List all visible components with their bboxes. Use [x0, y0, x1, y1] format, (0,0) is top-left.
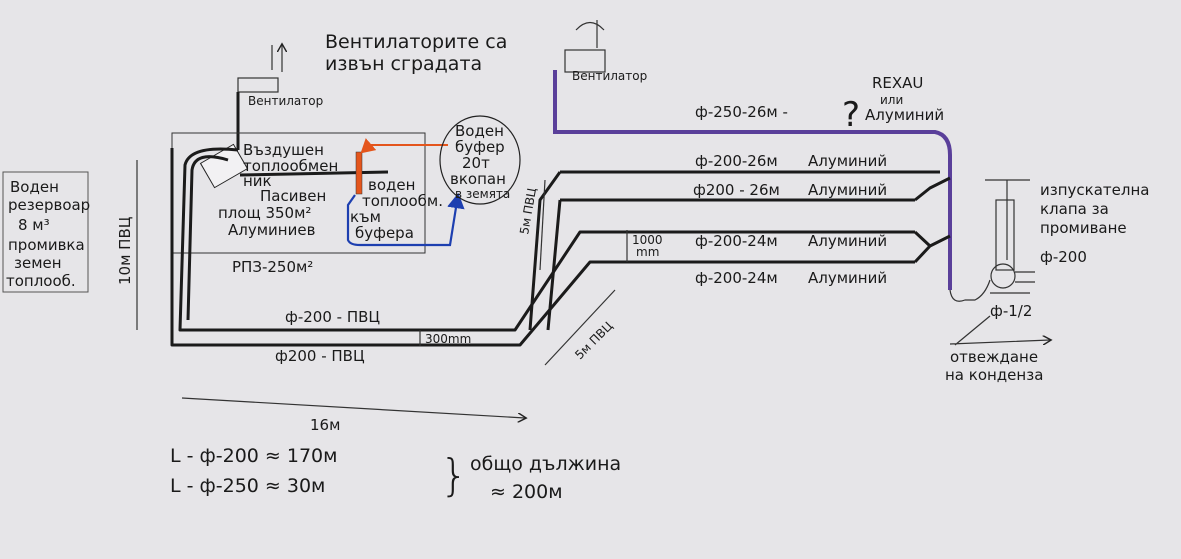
valve-line2: клапа за [1040, 200, 1109, 218]
pipe-3-spec: ф-200-24м [695, 232, 778, 250]
left-fan-label: Вентилатор [248, 94, 323, 108]
water-exchanger [355, 151, 363, 195]
main-pipe-opt2: Алуминий [865, 106, 944, 124]
water-exch-line3: към [350, 208, 381, 226]
buffer-line2: буфер [455, 138, 505, 156]
spacing-1000-value: 1000 [632, 233, 663, 247]
reservoir-line3: 8 м³ [18, 216, 50, 234]
water-buffer [439, 115, 521, 205]
water-exch-line1: воден [368, 176, 415, 194]
total-value: ≈ 200м [490, 481, 563, 503]
pipe-3-material: Алуминий [808, 232, 887, 250]
main-pipe-f250 [553, 70, 952, 290]
buffer-line3: 20т [462, 154, 490, 172]
main-pipe-or: или [880, 93, 903, 107]
air-exchanger [199, 143, 249, 189]
vertical-label: 10м ПВЦ [116, 216, 134, 285]
left-fan: Вентилатор [236, 45, 323, 150]
reservoir-line2: резервоар [8, 196, 90, 214]
title-line2: извън сградата [325, 53, 482, 75]
reservoir-line5: земен [14, 254, 62, 272]
air-line2: топлообмен [243, 157, 338, 175]
valve-line3: промиване [1040, 219, 1127, 237]
reservoir-line4: промивка [8, 236, 85, 254]
buffer-line4: вкопан [450, 170, 506, 188]
condensate-line1: отвеждане [950, 348, 1038, 366]
title-line1: Вентилаторите са [325, 31, 507, 53]
pipe-4-spec: ф-200-24м [695, 269, 778, 287]
totals-brace: } [440, 450, 468, 501]
drain-valve [949, 179, 1035, 302]
pipe-1-material: Алуминий [808, 152, 887, 170]
water-reservoir: Воден резервоар 8 м³ промивка земен топл… [2, 171, 90, 293]
valve-line1: изпускателна [1040, 181, 1149, 199]
water-exch-line4: буфера [355, 224, 414, 242]
pipe-1-spec: ф-200-26м [695, 152, 778, 170]
buffer-line5: в земята [455, 187, 510, 201]
valve-dia: ф-200 [1040, 248, 1087, 266]
reservoir-line1: Воден [10, 178, 59, 196]
main-pipe-question: ? [842, 95, 860, 135]
air-line1: Въздушен [243, 141, 324, 159]
box-label: РПЗ-250м² [232, 258, 313, 276]
buffer-line1: Воден [455, 122, 504, 140]
passive-line1: Пасивен [260, 187, 326, 205]
condensate-line2: на конденза [945, 366, 1043, 384]
pvc-5m-bottom: 5м ПВЦ [572, 319, 615, 362]
reservoir-line6: топлооб. [6, 272, 76, 290]
pipe-4-material: Алуминий [808, 269, 887, 287]
right-fan: Вентилатор [564, 20, 647, 83]
main-pipe-opt1: REXAU [872, 74, 923, 92]
total-f250: L - ф-250 ≈ 30м [170, 475, 325, 497]
water-exch-line2: топлообм. [362, 192, 443, 210]
dimension-16m [181, 397, 525, 418]
air-line3: ник [243, 172, 272, 190]
spacing-1000-unit: mm [636, 245, 659, 259]
drain-dia: ф-1/2 [990, 302, 1032, 320]
pipe-2-spec: ф200 - 26м [693, 181, 780, 199]
passive-line2: площ 350м² [218, 204, 311, 222]
pvc-5m-top: 5м ПВЦ [517, 187, 539, 236]
pipe-2-material: Алуминий [808, 181, 887, 199]
total-label: общо дължина [470, 453, 621, 475]
main-pipe-spec: ф-250-26м - [695, 103, 788, 121]
spacing-300: 300mm [425, 332, 471, 346]
total-f200: L - ф-200 ≈ 170м [170, 445, 337, 467]
pvc-upper: ф-200 - ПВЦ [285, 308, 380, 326]
pvc-lower: ф200 - ПВЦ [275, 347, 365, 365]
width-label: 16м [310, 416, 340, 434]
right-fan-label: Вентилатор [572, 69, 647, 83]
passive-line3: Алуминиев [228, 221, 315, 239]
